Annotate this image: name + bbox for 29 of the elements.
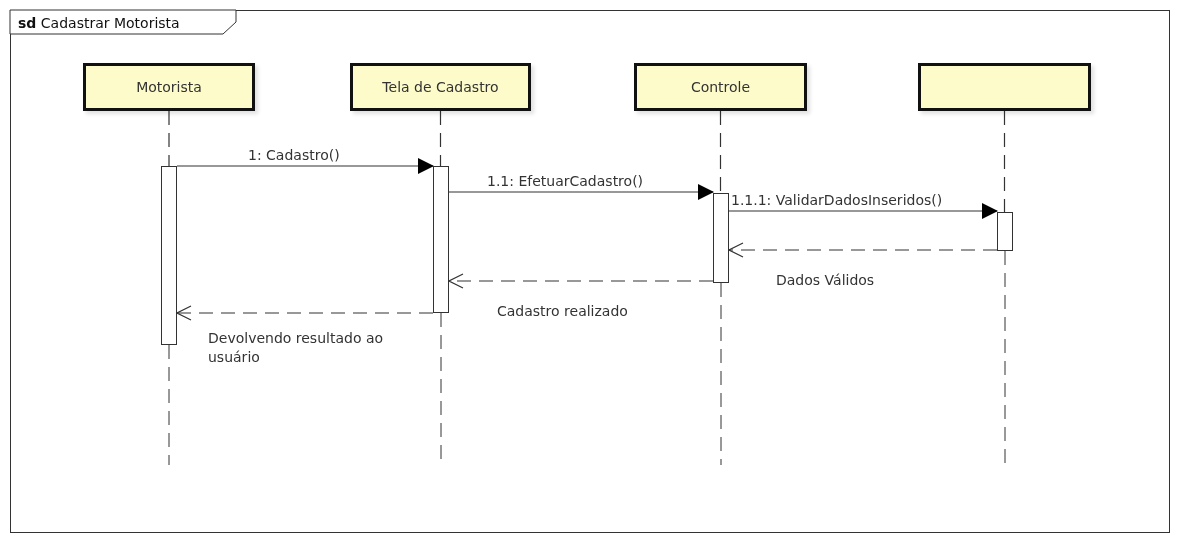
lifeline <box>439 110 442 167</box>
edge-label: 1.1.1: ValidarDadosInseridos() <box>731 191 944 210</box>
edge-label: Cadastro realizado <box>497 302 629 321</box>
return-message-arrow <box>448 273 714 289</box>
frame <box>10 10 1170 533</box>
lifeline <box>719 110 722 194</box>
return-message-arrow <box>176 305 434 321</box>
lifeline-header <box>918 63 1091 111</box>
lifeline-header <box>83 63 255 111</box>
lifeline <box>1003 110 1006 213</box>
lifeline-name: Controle <box>690 79 751 95</box>
message-arrow <box>448 184 714 200</box>
edge-label: Devolvendo resultado ao usuário <box>208 329 385 367</box>
lifeline-header <box>634 63 807 111</box>
activation-bar <box>433 166 449 313</box>
frame-title: sd Cadastrar Motorista <box>18 15 180 31</box>
lifeline-name: Tela de Cadastro <box>382 79 499 95</box>
activation-bar <box>997 212 1013 251</box>
lifeline-header <box>350 63 531 111</box>
return-message-arrow <box>728 242 998 258</box>
edge-label: 1.1: EfetuarCadastro() <box>487 172 645 191</box>
edge-label: 1: Cadastro() <box>248 146 341 165</box>
activation-bar <box>161 166 177 345</box>
lifeline-name: Motorista <box>136 79 202 95</box>
activation-bar <box>713 193 729 283</box>
message-arrow <box>176 158 434 174</box>
lifeline <box>168 110 170 167</box>
message-arrow <box>728 203 998 219</box>
edge-label: Dados Válidos <box>776 271 876 290</box>
